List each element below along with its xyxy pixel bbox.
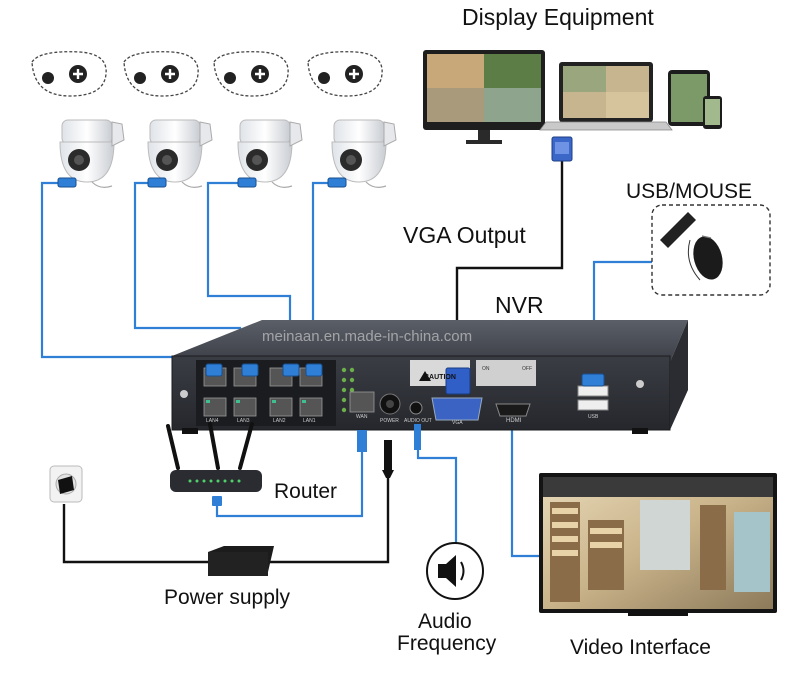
audio-out-jack (409, 401, 423, 415)
cable-camera-4 (311, 181, 330, 372)
vga-plug (445, 367, 471, 395)
panel-lan2: LAN2 (273, 418, 286, 424)
label-audio-line2: Frequency (397, 632, 497, 655)
video-monitor (539, 473, 777, 616)
app-icon-3 (213, 51, 289, 97)
power-plug (382, 440, 394, 478)
speaker-icon (426, 542, 484, 600)
wall-outlet (49, 465, 83, 503)
vga-plug-top (551, 136, 573, 162)
app-icon-2 (123, 51, 199, 97)
audio-plug (414, 424, 421, 450)
panel-lan4: LAN4 (206, 418, 219, 424)
cameras (31, 51, 397, 188)
wan-port (349, 391, 375, 413)
label-usb-mouse: USB/MOUSE (626, 180, 753, 203)
usb-port-1 (577, 385, 609, 397)
panel-wan: WAN (356, 414, 368, 420)
router-device (166, 422, 262, 506)
app-icon-1 (31, 51, 107, 97)
panel-hdmi: HDMI (506, 418, 522, 424)
usb-mouse-group (651, 204, 771, 296)
label-vga-output: VGA Output (403, 222, 526, 248)
label-nvr: NVR (495, 292, 544, 318)
hdmi-port (495, 403, 531, 417)
panel-on: ON (482, 366, 490, 372)
cable-power-nvr (270, 440, 390, 564)
ptz-camera-2 (147, 119, 213, 183)
ptz-camera-1 (59, 119, 125, 183)
power-adapter (208, 546, 274, 576)
label-audio-line1: Audio (418, 610, 472, 633)
label-power-supply: Power supply (164, 586, 291, 609)
panel-off: OFF (522, 366, 532, 372)
cable-hdmi (510, 430, 541, 558)
panel-vga: VGA (452, 420, 463, 426)
cable-audio (416, 450, 458, 548)
watermark: meinaan.en.made-in-china.com (262, 328, 473, 345)
label-router: Router (274, 480, 338, 503)
app-icon-4 (307, 51, 383, 97)
vga-port (431, 397, 483, 421)
panel-lan3: LAN3 (237, 418, 250, 424)
panel-audio-out: AUDIO OUT (404, 418, 432, 424)
wan-plug (357, 430, 367, 452)
label-display-equipment: Display Equipment (462, 4, 654, 30)
nvr-device (171, 320, 688, 434)
cable-camera-1 (40, 181, 214, 372)
panel-usb: USB (588, 414, 599, 420)
ptz-camera-4 (331, 119, 397, 183)
cable-router-wan (215, 430, 364, 518)
panel-caution: CAUTION (424, 374, 456, 381)
usb-port-2 (577, 399, 609, 411)
panel-power: POWER (380, 418, 399, 424)
panel-lan1: LAN1 (303, 418, 316, 424)
ptz-camera-3 (237, 119, 303, 183)
display-equipment (423, 50, 722, 144)
label-video-interface: Video Interface (570, 636, 711, 659)
cable-power-outlet (62, 504, 208, 564)
